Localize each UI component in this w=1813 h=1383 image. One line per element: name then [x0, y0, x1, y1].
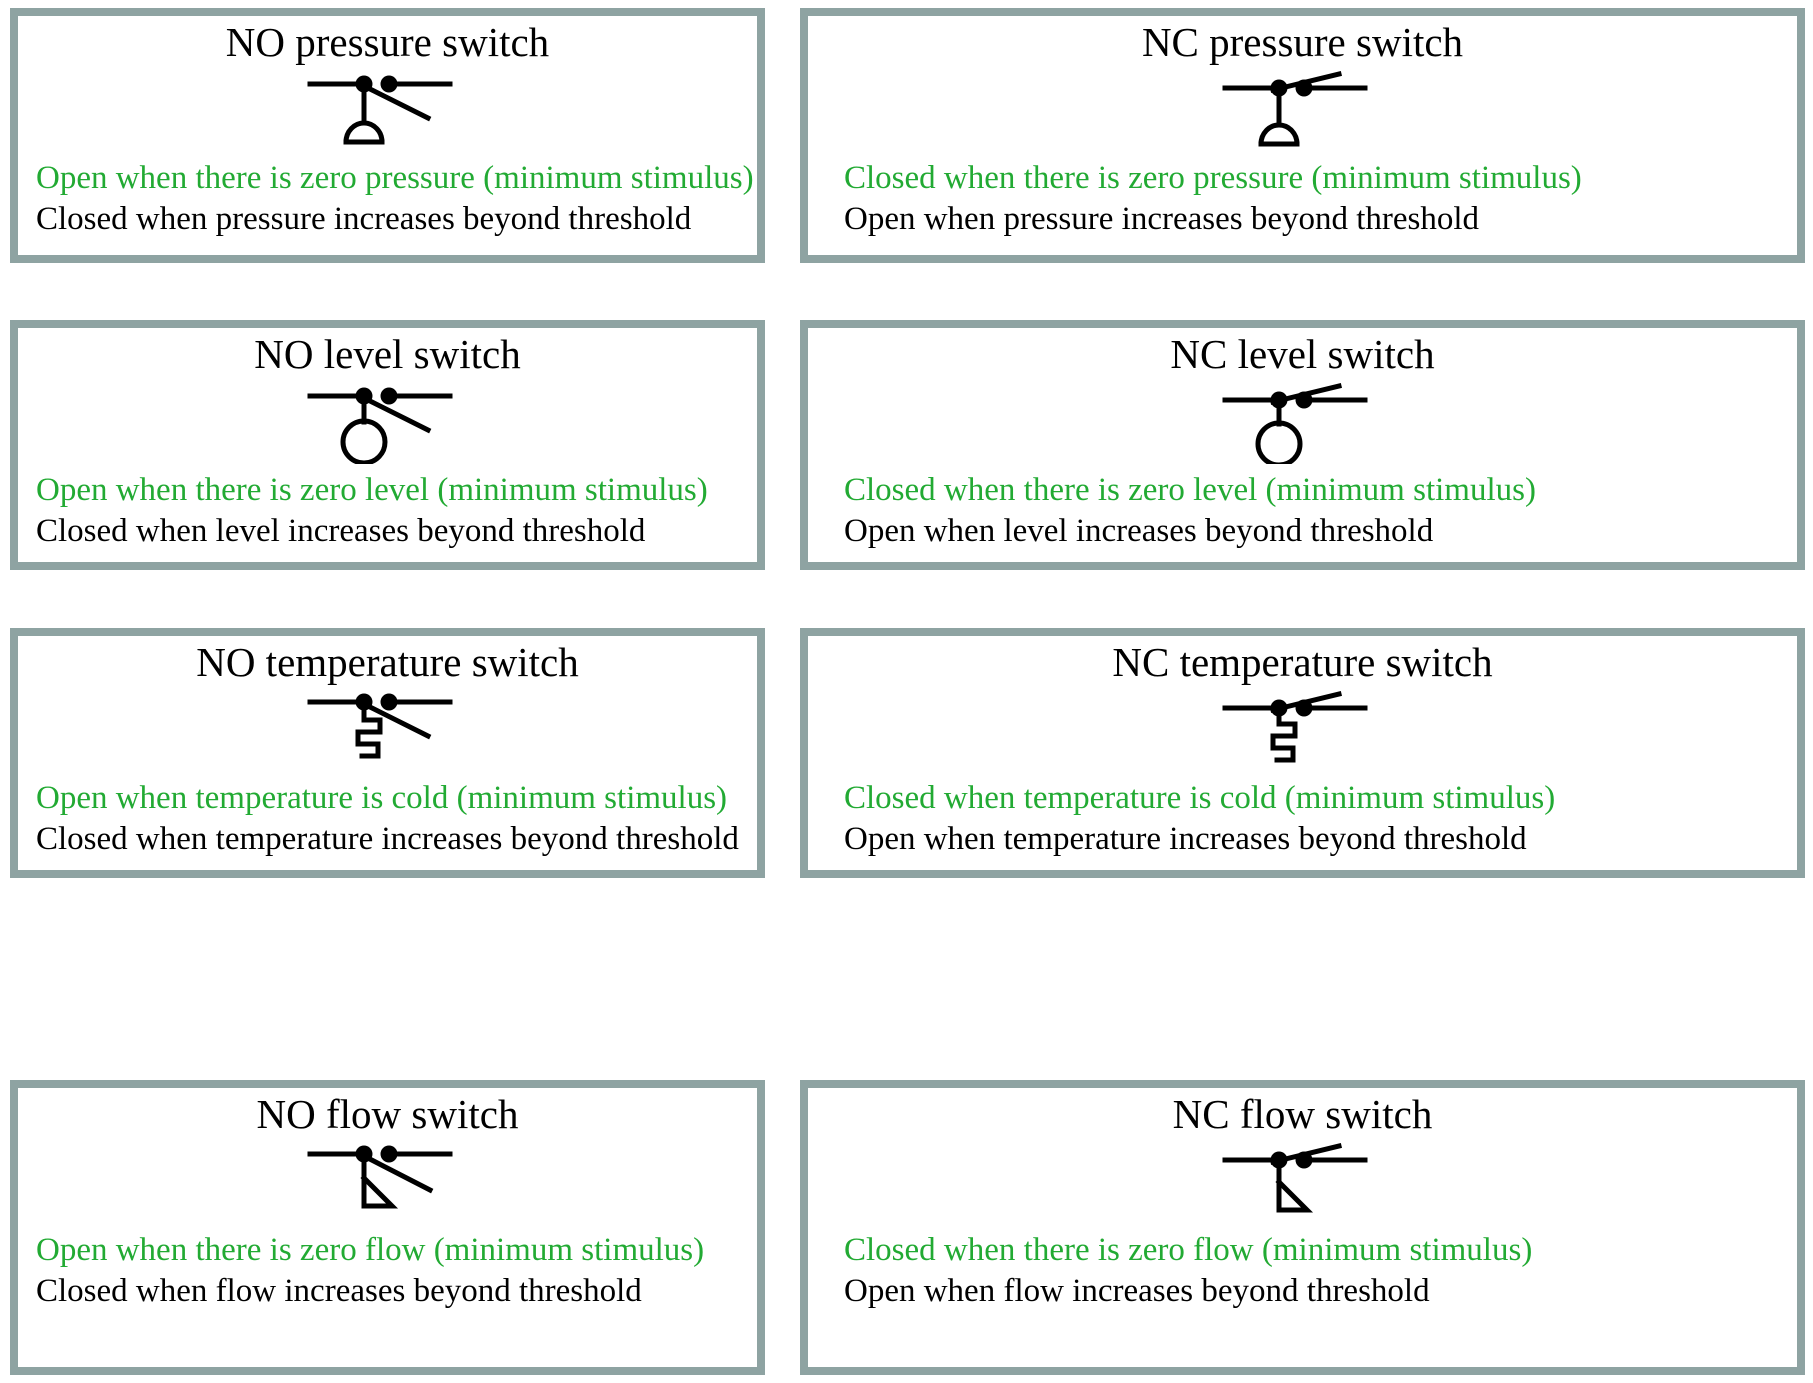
description-block: Closed when there is zero flow (minimum … — [808, 1230, 1797, 1311]
symbol-no-temperature — [18, 686, 757, 774]
contact-dot-right — [380, 1145, 397, 1163]
zero-state-line: Open when there is zero pressure (minimu… — [36, 160, 754, 197]
description-block: Closed when there is zero pressure (mini… — [808, 158, 1797, 239]
panel-nc-pressure-switch: NC pressure switch Closed when there is … — [800, 8, 1805, 263]
page-title: NO temperature switch — [196, 639, 579, 685]
threshold-state-line: Closed when flow increases beyond thresh… — [36, 1272, 642, 1309]
threshold-state-line: Closed when level increases beyond thres… — [36, 512, 646, 549]
zero-state-line: Open when there is zero level (minimum s… — [36, 472, 708, 509]
zero-state-line: Closed when temperature is cold (minimum… — [844, 780, 1556, 817]
symbol-no-pressure — [18, 66, 757, 154]
contact-dot-left — [1270, 391, 1287, 409]
symbol-no-level — [18, 378, 757, 466]
description-block: Closed when temperature is cold (minimum… — [808, 778, 1797, 859]
panel-no-pressure-switch: NO pressure switch Open when there is ze… — [10, 8, 765, 263]
contact-dot-right — [1295, 1151, 1312, 1169]
description-block: Open when there is zero pressure (minimu… — [18, 158, 757, 239]
symbol-nc-level — [808, 378, 1797, 466]
page-title: NC level switch — [1170, 331, 1435, 377]
contact-dot-left — [355, 75, 372, 93]
contact-dot-right — [380, 387, 397, 405]
contact-dot-left — [355, 693, 372, 711]
contact-dot-left — [355, 1145, 372, 1163]
contact-dot-left — [1270, 1151, 1287, 1169]
contact-dot-right — [380, 693, 397, 711]
symbol-nc-pressure — [808, 66, 1797, 154]
threshold-state-line: Closed when pressure increases beyond th… — [36, 200, 692, 237]
contact-dot-right — [380, 75, 397, 93]
panel-no-level-switch: NO level switch Open when there is zero … — [10, 320, 765, 570]
description-block: Closed when there is zero level (minimum… — [808, 470, 1797, 551]
page-title: NC flow switch — [1172, 1091, 1433, 1137]
zero-state-line: Closed when there is zero flow (minimum … — [844, 1232, 1533, 1269]
panel-nc-temperature-switch: NC temperature switch Closed when temper… — [800, 628, 1805, 878]
zero-state-line: Closed when there is zero level (minimum… — [844, 472, 1536, 509]
threshold-state-line: Open when pressure increases beyond thre… — [844, 200, 1480, 237]
threshold-state-line: Open when temperature increases beyond t… — [844, 820, 1527, 857]
page-title: NO level switch — [254, 331, 521, 377]
symbol-no-flow — [18, 1138, 757, 1226]
zero-state-line: Open when temperature is cold (minimum s… — [36, 780, 728, 817]
page-title: NC pressure switch — [1141, 19, 1464, 65]
contact-dot-right — [1295, 699, 1312, 717]
page-title: NO flow switch — [256, 1091, 519, 1137]
threshold-state-line: Closed when temperature increases beyond… — [36, 820, 739, 857]
contact-dot-left — [1270, 699, 1287, 717]
panel-nc-level-switch: NC level switch Closed when there is zer… — [800, 320, 1805, 570]
zero-state-line: Open when there is zero flow (minimum st… — [36, 1232, 705, 1269]
symbol-nc-flow — [808, 1138, 1797, 1226]
contact-dot-right — [1295, 391, 1312, 409]
threshold-state-line: Open when level increases beyond thresho… — [844, 512, 1434, 549]
panel-no-flow-switch: NO flow switch Open when there is zero f… — [10, 1080, 765, 1375]
contact-dot-left — [1270, 79, 1287, 97]
page-title: NO pressure switch — [225, 19, 550, 65]
page-title: NC temperature switch — [1112, 639, 1493, 685]
contact-dot-right — [1295, 79, 1312, 97]
threshold-state-line: Open when flow increases beyond threshol… — [844, 1272, 1430, 1309]
description-block: Open when there is zero flow (minimum st… — [18, 1230, 757, 1311]
description-block: Open when there is zero level (minimum s… — [18, 470, 757, 551]
panel-nc-flow-switch: NC flow switch Closed when there is zero… — [800, 1080, 1805, 1375]
panel-no-temperature-switch: NO temperature switch Open when temperat… — [10, 628, 765, 878]
contact-dot-left — [355, 387, 372, 405]
symbol-nc-temperature — [808, 686, 1797, 774]
description-block: Open when temperature is cold (minimum s… — [18, 778, 757, 859]
zero-state-line: Closed when there is zero pressure (mini… — [844, 160, 1582, 197]
